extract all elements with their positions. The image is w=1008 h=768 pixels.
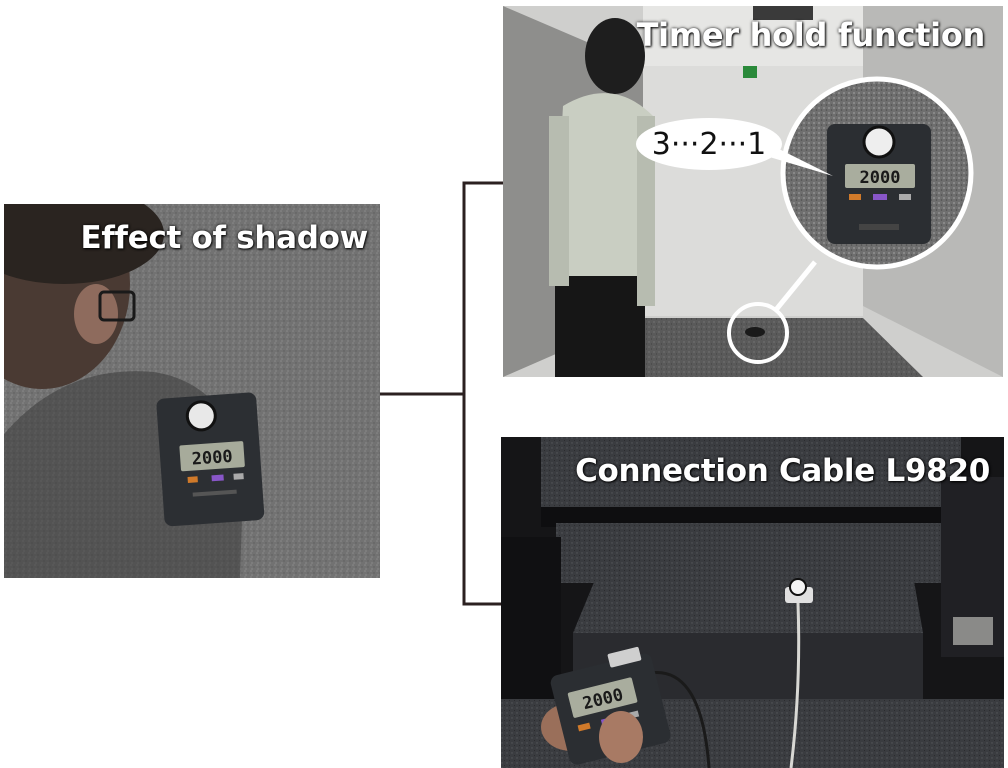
connection-cable-photo: 2000 Connection Cable L9820 <box>501 437 1004 768</box>
small-callout-circle <box>727 302 789 364</box>
effect-of-shadow-photo: 2000 Effect of shadow <box>4 204 380 578</box>
shadow-meter-display: 2000 <box>191 447 233 470</box>
countdown-text: 3···2···1 <box>651 126 767 162</box>
effect-of-shadow-caption: Effect of shadow <box>80 220 368 256</box>
timer-meter-display: 2000 <box>860 168 901 188</box>
timer-hold-function-caption: Timer hold function <box>636 16 986 54</box>
timer-hold-function-photo: 2000 Timer hold function <box>503 6 1003 377</box>
timer-scene-illustration: 2000 <box>503 6 1003 377</box>
countdown-speech-bubble: 3···2···1 <box>636 118 782 170</box>
cable-scene-illustration: 2000 <box>501 437 1004 768</box>
shadow-scene-illustration: 2000 <box>4 204 380 578</box>
connection-cable-caption: Connection Cable L9820 <box>575 453 990 489</box>
